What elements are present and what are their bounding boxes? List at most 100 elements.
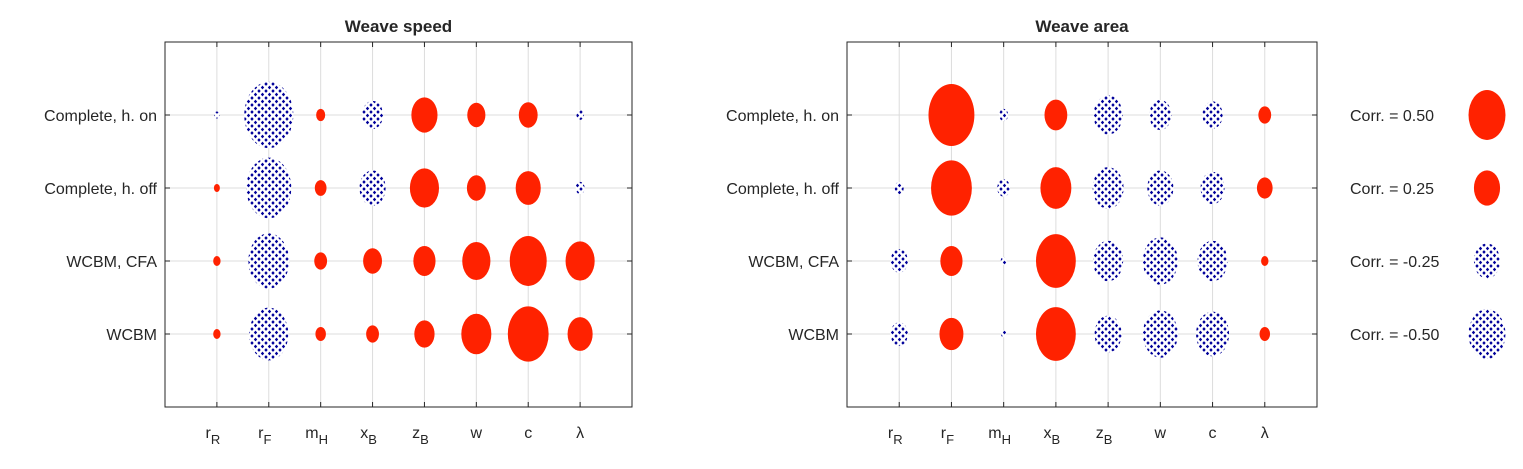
bubble-r_R-row3 (213, 256, 221, 266)
bubble-m_H-row2 (997, 179, 1011, 197)
x-tick-label: zB (1096, 425, 1113, 447)
bubble-r_F-row3 (940, 246, 963, 276)
x-tick-label-base: λ (576, 425, 584, 442)
x-tick-label: c (1209, 425, 1217, 442)
bubble-λ-row3 (565, 241, 595, 281)
bubble-r_R-row2 (213, 183, 220, 193)
bubble-w-row4 (461, 313, 492, 355)
bubble-r_R-row4 (213, 329, 221, 339)
bubble-λ-row4 (1259, 326, 1271, 342)
x-tick-label-subscript: R (893, 432, 902, 447)
bubble-λ-row1 (576, 110, 584, 120)
x-tick-label-subscript: H (1002, 432, 1011, 447)
bubble-c-row3 (1197, 240, 1228, 282)
bubble-c-row1 (518, 102, 538, 128)
bubble-r_R-row1 (214, 111, 220, 119)
x-tick-label-base: z (1096, 425, 1104, 442)
bubble-x_B-row3 (1035, 234, 1076, 288)
x-tick-label: λ (1261, 425, 1269, 442)
bubble-w-row2 (466, 175, 486, 201)
x-tick-label-base: c (1209, 425, 1217, 442)
bubble-z_B-row3 (1093, 240, 1124, 282)
x-tick-label-base: c (524, 425, 532, 442)
bubble-z_B-row1 (1093, 95, 1123, 135)
x-tick-label: c (524, 425, 532, 442)
bubble-c-row4 (507, 306, 549, 362)
bubble-x_B-row1 (1044, 99, 1068, 131)
legend-label: Corr. = 0.25 (1350, 181, 1434, 198)
bubble-x_B-row2 (359, 170, 386, 206)
y-tick-label: Complete, h. on (44, 108, 157, 125)
y-tick-label: WCBM, CFA (748, 254, 839, 271)
bubble-r_F-row2 (931, 160, 972, 216)
x-tick-label-subscript: R (211, 432, 220, 447)
x-tick-label: rR (888, 425, 903, 447)
legend-bubble (1473, 243, 1501, 279)
legend-bubble (1473, 170, 1501, 206)
bubble-x_B-row1 (362, 100, 384, 130)
bubble-c-row2 (1200, 171, 1225, 205)
x-tick-label-base: r (941, 425, 947, 442)
bubble-r_F-row4 (939, 317, 964, 351)
bubble-z_B-row1 (411, 97, 438, 133)
bubble-r_F-row2 (246, 157, 292, 219)
legend-label: Corr. = -0.50 (1350, 327, 1439, 344)
x-tick-label-base: r (258, 425, 264, 442)
x-tick-label: rR (206, 425, 221, 447)
bubble-λ-row4 (567, 317, 593, 351)
bubble-z_B-row4 (1094, 315, 1122, 353)
bubble-m_H-row3 (1000, 256, 1007, 266)
x-tick-label-subscript: H (319, 432, 328, 447)
chart-title: Weave area (1035, 17, 1129, 36)
axes-box (164, 41, 633, 408)
legend-label: Corr. = -0.25 (1350, 254, 1439, 271)
bubble-z_B-row2 (409, 168, 440, 208)
x-tick-label-subscript: B (1104, 432, 1113, 447)
x-tick-label: xB (1044, 425, 1061, 447)
bubble-w-row1 (1149, 100, 1172, 130)
legend-label: Corr. = 0.50 (1350, 108, 1434, 125)
bubble-z_B-row3 (413, 246, 436, 276)
x-tick-label: zB (412, 425, 429, 447)
x-tick-label-base: w (470, 425, 483, 442)
x-tick-label: mH (305, 425, 328, 447)
x-tick-label: rF (941, 425, 954, 447)
x-tick-label: λ (576, 425, 584, 442)
bubble-w-row2 (1147, 170, 1174, 206)
x-tick-label-subscript: B (368, 432, 377, 447)
bubble-r_R-row4 (890, 322, 908, 346)
x-tick-label-base: m (988, 425, 1001, 442)
chart-title: Weave speed (345, 17, 452, 36)
bubble-r_F-row3 (248, 233, 290, 289)
bubble-c-row3 (509, 236, 547, 286)
bubble-c-row1 (1202, 101, 1223, 129)
y-tick-label: WCBM, CFA (66, 254, 157, 271)
bubble-m_H-row1 (999, 108, 1009, 122)
x-tick-label: w (1154, 425, 1167, 442)
y-tick-label: WCBM (106, 327, 157, 344)
bubble-m_H-row3 (314, 252, 328, 270)
bubble-λ-row1 (1258, 106, 1272, 124)
bubble-m_H-row2 (314, 180, 327, 196)
x-tick-label: xB (360, 425, 377, 447)
x-tick-label-base: z (412, 425, 420, 442)
bubble-w-row1 (467, 102, 486, 128)
x-tick-label-base: x (360, 425, 368, 442)
x-tick-label-base: r (206, 425, 212, 442)
bubble-x_B-row3 (363, 248, 382, 274)
bubble-r_F-row1 (244, 81, 294, 149)
bubble-r_R-row2 (894, 181, 904, 195)
x-tick-label: w (470, 425, 483, 442)
bubble-w-row3 (462, 241, 491, 281)
y-tick-label: WCBM (788, 327, 839, 344)
x-tick-label: mH (988, 425, 1011, 447)
y-tick-label: Complete, h. on (726, 108, 839, 125)
x-tick-label-subscript: F (946, 432, 954, 447)
x-tick-label-subscript: B (420, 432, 429, 447)
x-tick-label: rF (258, 425, 271, 447)
bubble-x_B-row4 (366, 325, 379, 343)
